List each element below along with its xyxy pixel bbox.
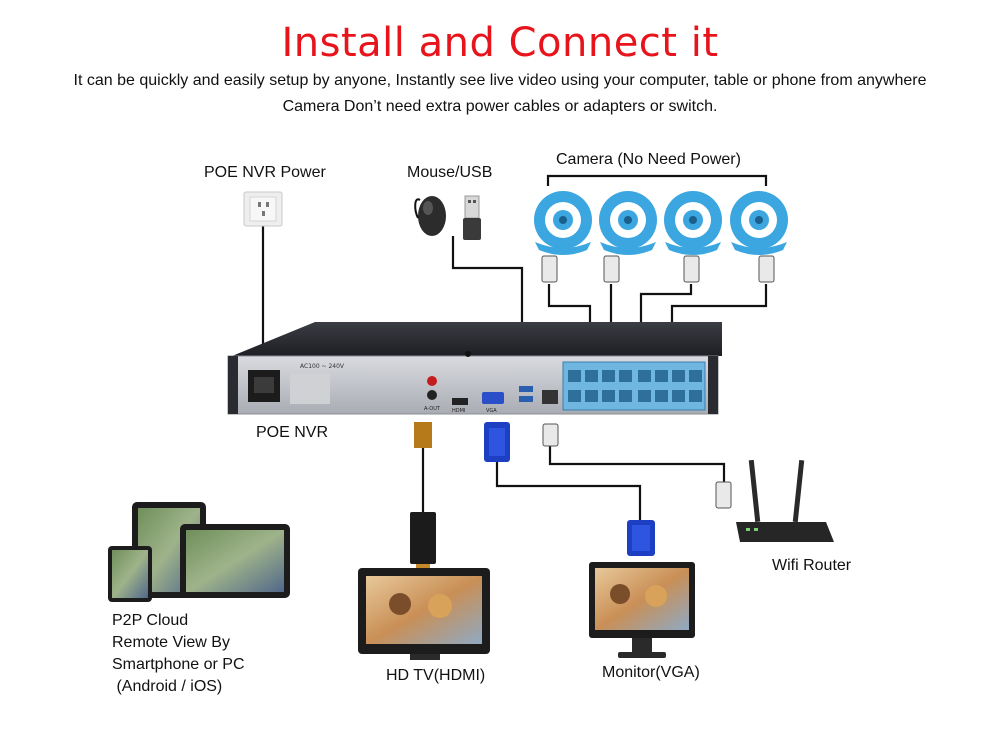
page-title: Install and Connect it (281, 20, 719, 66)
camera-icon-1 (534, 191, 592, 255)
label-p2p-cloud: P2P Cloud Remote View By Smartphone or P… (112, 610, 245, 698)
subtitle-line-2: Camera Don’t need extra power cables or … (282, 98, 718, 115)
mobile-devices-icon (108, 502, 290, 602)
wall-socket-icon (243, 191, 283, 227)
rj45-plug-icon (758, 255, 775, 283)
label-camera: Camera (No Need Power) (556, 151, 741, 168)
p2p-line: Smartphone or PC (112, 656, 245, 673)
wifi-router-icon (736, 459, 834, 542)
label-poe-nvr-power: POE NVR Power (204, 164, 326, 181)
hd-tv-icon (358, 568, 490, 660)
mouse-icon (414, 196, 446, 236)
rj45-plug-icon (715, 481, 732, 509)
hdmi-port-text: HDMI (452, 408, 465, 414)
poe-ports-block (562, 361, 706, 411)
rj45-plug-icon (603, 255, 620, 283)
camera-icon-3 (664, 191, 722, 255)
rj45-plug-icon (683, 255, 700, 283)
power-spec-text: AC100 ~ 240V (300, 363, 345, 370)
camera-cable-3 (639, 284, 693, 348)
label-monitor: Monitor(VGA) (602, 664, 700, 681)
p2p-line: Remote View By (112, 634, 230, 651)
label-hd-tv: HD TV(HDMI) (386, 667, 486, 684)
rj45-plug-icon (542, 423, 559, 447)
monitor-icon (589, 562, 695, 658)
p2p-line: (Android / iOS) (112, 678, 223, 695)
p2p-line: P2P Cloud (112, 612, 189, 629)
rj45-plug-icon (541, 255, 558, 283)
vga-plug-icon (484, 422, 655, 556)
vga-cable (495, 462, 642, 520)
camera-icon-4 (730, 191, 788, 255)
usb-dongle-icon (463, 195, 481, 240)
subtitle-line-1: It can be quickly and easily setup by an… (73, 72, 927, 89)
vga-port-text: VGA (486, 408, 497, 414)
label-poe-nvr: POE NVR (256, 424, 329, 441)
lan-cable (548, 446, 726, 482)
label-mouse-usb: Mouse/USB (407, 164, 493, 181)
poe-nvr-device: AC100 ~ 240V A-OUT HDMI VGA (227, 322, 722, 415)
label-wifi-router: Wifi Router (772, 557, 852, 574)
camera-icons (534, 191, 788, 255)
camera-bracket (546, 174, 768, 186)
audio-out-text: A-OUT (424, 406, 441, 412)
camera-icon-2 (599, 191, 657, 255)
